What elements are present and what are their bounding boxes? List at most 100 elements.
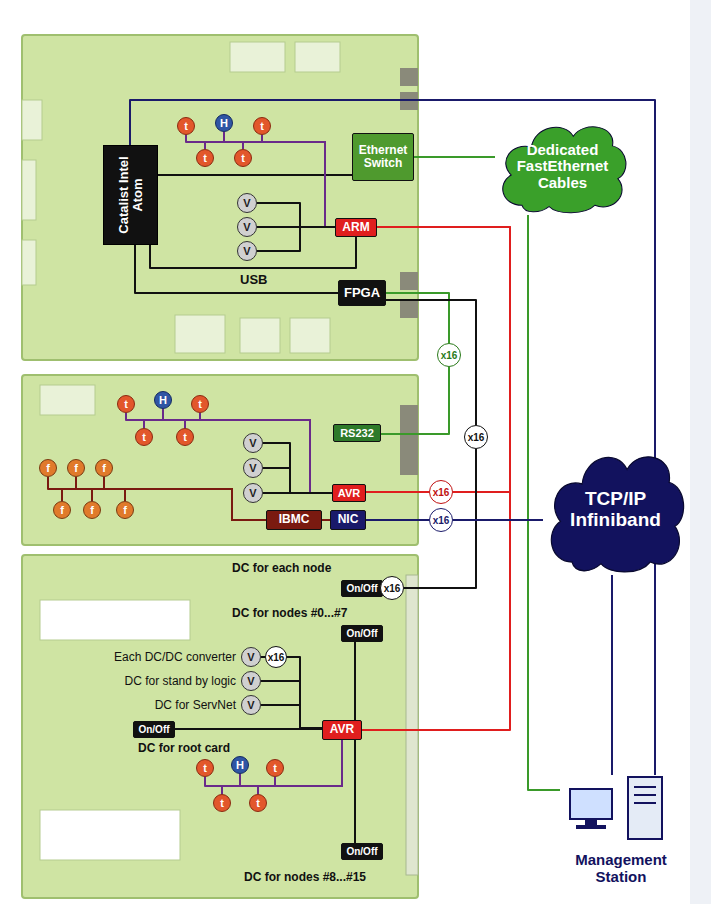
multiplier-circle: x16 [429, 480, 453, 504]
node-text: t [241, 152, 245, 164]
node-text: V [247, 675, 254, 687]
humidity-sensor: H [215, 114, 233, 132]
monitor [570, 789, 612, 819]
node-text: Catalist Intel Atom [116, 155, 145, 235]
wire-connector [354, 642, 356, 720]
node-text: On/Off [346, 846, 377, 857]
power-board [22, 555, 418, 898]
connector [400, 68, 418, 86]
wire-connector [366, 519, 429, 521]
temperature-sensor: t [176, 428, 194, 446]
wire-connector [150, 237, 356, 268]
mcu-box: AVR [332, 484, 366, 502]
node-board [22, 375, 418, 545]
voltage-sensor: V [237, 241, 257, 261]
wire-connector [611, 575, 613, 775]
node-text: V [249, 487, 256, 499]
wire-connector [381, 367, 449, 434]
node-text: t [198, 398, 202, 410]
multiplier-circle: x16 [464, 425, 488, 449]
wire-connector [144, 420, 332, 493]
node-text: ARM [342, 221, 369, 234]
switch-box: On/Off [341, 580, 382, 597]
node-text: f [102, 462, 106, 474]
wire-connector [414, 156, 495, 158]
node-text: Management Station [560, 852, 682, 885]
wire-connector [48, 477, 266, 520]
drive-bay [634, 802, 656, 804]
edge-label: USB [238, 272, 269, 287]
wire-connector [453, 519, 543, 521]
wire-connector [386, 300, 476, 425]
wire-connector [76, 477, 266, 520]
server-tower [628, 777, 662, 839]
wire-connector [62, 489, 266, 520]
wire-connector [366, 491, 429, 493]
node-text: t [203, 152, 207, 164]
voltage-sensor: V [243, 483, 263, 503]
connector [400, 405, 418, 475]
temperature-sensor: t [196, 149, 214, 167]
voltage-sensor: V [241, 671, 261, 691]
node-text: f [60, 504, 64, 516]
fan-sensor: f [83, 501, 101, 519]
node-text: Ethernet Switch [356, 144, 410, 170]
node-text: V [243, 221, 250, 233]
node-text: V [247, 699, 254, 711]
fpga-box: FPGA [338, 280, 386, 306]
component [175, 315, 225, 353]
multiplier-circle: x16 [265, 646, 287, 668]
temperature-sensor: t [191, 395, 209, 413]
node-text: RS232 [340, 427, 374, 439]
voltage-sensor: V [237, 217, 257, 237]
node-text: On/Off [346, 628, 377, 639]
node-text: t [260, 120, 264, 132]
node-text: f [74, 462, 78, 474]
cloud-shape [551, 457, 683, 572]
wire-connector [92, 489, 266, 520]
drive-bay [634, 794, 656, 796]
wire-connector [263, 443, 332, 493]
node-text: t [256, 797, 260, 809]
wire-connector [186, 135, 335, 227]
board-label: DC for stand by logic [125, 674, 236, 688]
wire-connector [263, 468, 332, 493]
fan-sensor: f [67, 459, 85, 477]
node-text: V [243, 197, 250, 209]
temperature-sensor: t [234, 149, 252, 167]
wire-connector [240, 740, 342, 786]
connector [400, 272, 418, 290]
board-label: Each DC/DC converter [114, 650, 236, 664]
connector [400, 300, 418, 318]
switch-box: On/Off [133, 721, 174, 738]
component [295, 42, 340, 72]
mcu-box: AVR [322, 720, 362, 740]
board-label: DC for nodes #8...#15 [244, 870, 366, 884]
component [230, 42, 285, 72]
wire-connector [257, 203, 335, 227]
wire-connector [126, 413, 332, 493]
wire-connector [175, 728, 322, 730]
computer-icon [566, 775, 676, 841]
wire-connector [104, 477, 266, 520]
fan-sensor: f [53, 501, 71, 519]
multiplier-circle: x16 [429, 508, 453, 532]
drive-bay [634, 786, 656, 788]
node-text: TCP/IP Infiniband [565, 489, 666, 531]
node-text: FPGA [344, 286, 380, 300]
cpu-box: Catalist Intel Atom [103, 145, 158, 245]
node-text: f [123, 504, 127, 516]
node-text: H [159, 394, 167, 406]
node-text: x16 [384, 583, 401, 594]
fan-sensor: f [95, 459, 113, 477]
wire-connector [261, 705, 322, 728]
wire-connector [261, 681, 322, 728]
voltage-sensor: V [243, 433, 263, 453]
temperature-sensor: t [177, 117, 195, 135]
wire-connector [243, 142, 335, 227]
mcu-box: ARM [335, 218, 377, 237]
board-label: DC for each node [232, 561, 331, 575]
fan-sensor: f [116, 501, 134, 519]
